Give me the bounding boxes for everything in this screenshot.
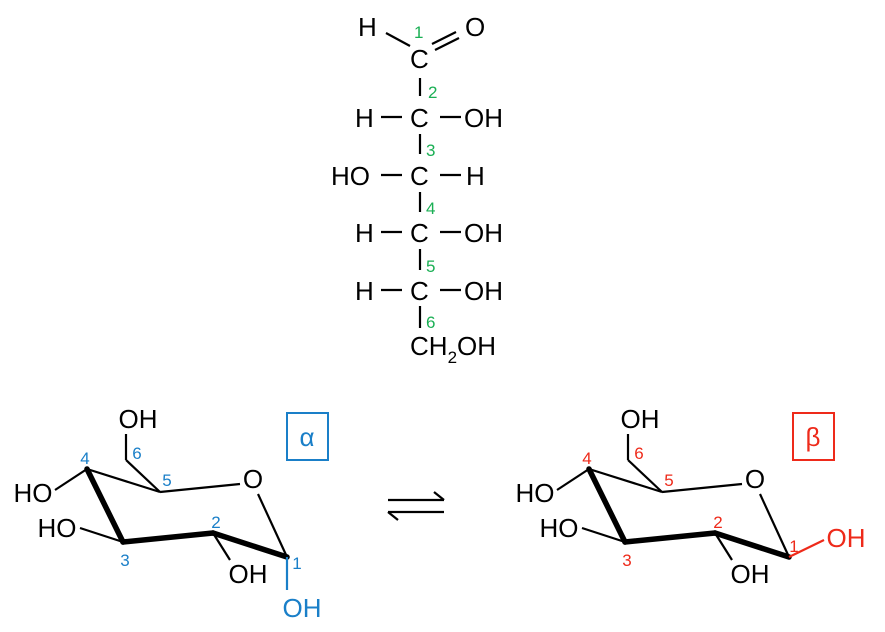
- beta-num-6: 6: [634, 444, 643, 463]
- alpha-num-5: 5: [162, 471, 171, 490]
- alpha-num-6: 6: [132, 444, 141, 463]
- alpha-label: α: [299, 422, 314, 452]
- alpha-oh1: OH: [283, 593, 322, 623]
- beta-ring-oxygen: O: [745, 464, 765, 494]
- beta-num-4: 4: [582, 449, 591, 468]
- c1-h: H: [358, 12, 377, 42]
- c4-carbon: C: [410, 218, 429, 248]
- beta-oh1: OH: [827, 523, 866, 553]
- alpha-ho4: HO: [14, 478, 53, 508]
- alpha-glucopyranose: α O OH HO HO OH OH 1 2 3 4 5 6: [14, 404, 329, 623]
- beta-num-5: 5: [664, 471, 673, 490]
- c2-right: OH: [464, 103, 503, 133]
- c1-carbon: C: [410, 44, 429, 74]
- c3-right: H: [466, 161, 485, 191]
- alpha-ho3: HO: [38, 513, 77, 543]
- c5-carbon: C: [410, 276, 429, 306]
- num-4: 4: [426, 199, 435, 218]
- fischer-projection: H C O 1 2 H C OH 3 HO C H 4 H C OH 5 H C…: [331, 12, 503, 367]
- c3-carbon: C: [410, 161, 429, 191]
- alpha-num-3: 3: [120, 551, 129, 570]
- equilibrium-arrows: [387, 491, 445, 521]
- c4-right: OH: [464, 218, 503, 248]
- num-5: 5: [426, 257, 435, 276]
- alpha-num-1: 1: [292, 554, 301, 573]
- num-3: 3: [426, 141, 435, 160]
- alpha-num-2: 2: [211, 513, 220, 532]
- c3-left: HO: [331, 161, 370, 191]
- alpha-oh2: OH: [229, 559, 268, 589]
- num-2: 2: [428, 83, 437, 102]
- c5-right: OH: [464, 276, 503, 306]
- num-1: 1: [414, 23, 423, 42]
- beta-ho4: HO: [516, 478, 555, 508]
- alpha-oh6: OH: [119, 404, 158, 434]
- beta-num-1: 1: [789, 537, 798, 556]
- alpha-ring-oxygen: O: [243, 464, 263, 494]
- beta-ho3: HO: [540, 513, 579, 543]
- c5-left: H: [355, 276, 374, 306]
- c1-oxygen: O: [465, 12, 485, 42]
- c6-group: CH2OH: [410, 331, 496, 367]
- c2-carbon: C: [410, 103, 429, 133]
- beta-num-2: 2: [713, 513, 722, 532]
- beta-oh2: OH: [731, 559, 770, 589]
- c2-left: H: [355, 103, 374, 133]
- c4-left: H: [355, 218, 374, 248]
- beta-glucopyranose: β O OH HO HO OH OH 1 2 3 4 5 6: [516, 404, 866, 589]
- num-6: 6: [426, 313, 435, 332]
- alpha-num-4: 4: [80, 449, 89, 468]
- beta-num-3: 3: [622, 551, 631, 570]
- beta-label: β: [806, 422, 821, 452]
- beta-oh6: OH: [621, 404, 660, 434]
